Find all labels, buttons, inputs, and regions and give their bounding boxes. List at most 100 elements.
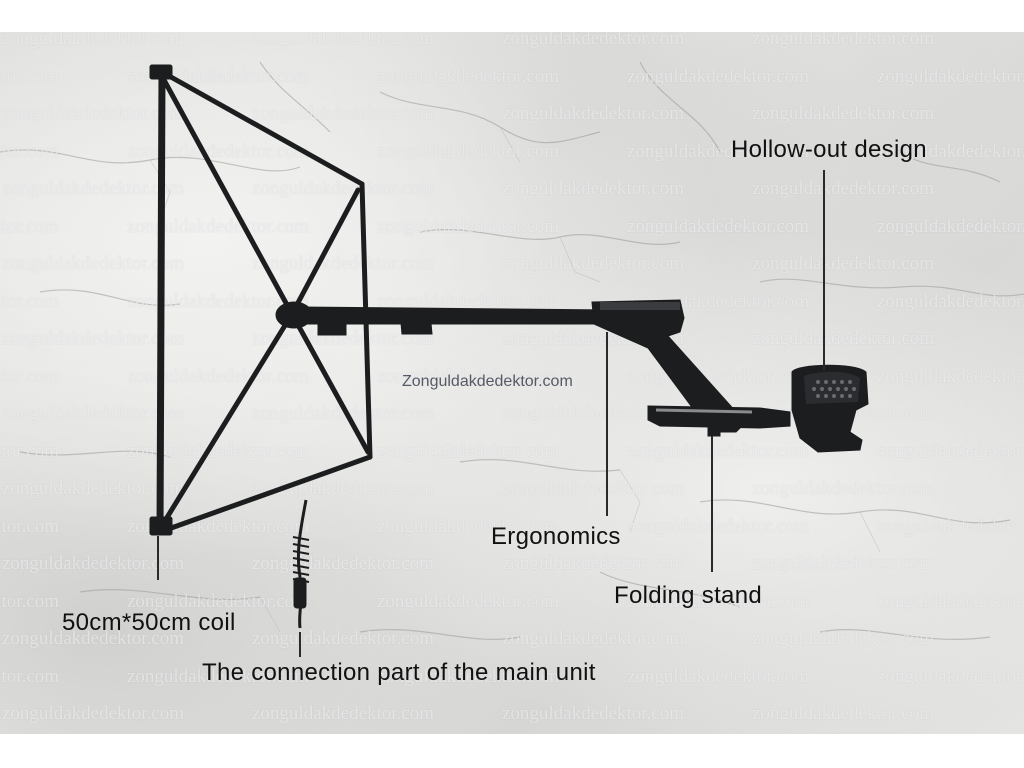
watermark-text: zonguldakdedektor.com bbox=[752, 103, 935, 124]
watermark-text: zonguldakdedektor.com bbox=[0, 215, 60, 237]
watermark-text: zonguldakdedektor.com bbox=[627, 65, 810, 87]
watermark-text: zonguldakdedektor.com bbox=[627, 515, 810, 537]
watermark-text: zonguldakdedektor.com bbox=[502, 628, 685, 649]
watermark-text: zonguldakdedektor.com bbox=[127, 140, 310, 162]
watermark-text: zonguldakdedektor.com bbox=[0, 365, 60, 387]
shaft bbox=[299, 306, 613, 325]
watermark-text: zonguldakdedektor.com bbox=[127, 590, 310, 612]
watermark-text: zonguldakdedektor.com bbox=[0, 440, 60, 462]
watermark-text: zonguldakdedektor.com bbox=[502, 253, 685, 274]
watermark-text: zonguldakdedektor.com bbox=[377, 365, 560, 387]
watermark-text: zonguldakdedektor.com bbox=[0, 665, 60, 687]
metal-detector bbox=[149, 64, 869, 657]
watermark-text: zonguldakdedektor.com bbox=[752, 478, 935, 499]
watermark-text: zonguldakdedektor.com bbox=[252, 628, 435, 649]
watermark-text: zonguldakdedektor.com bbox=[2, 32, 185, 49]
watermark-text: zonguldakdedektor.com bbox=[252, 178, 435, 199]
watermark-text: zonguldakdedektor.com bbox=[877, 140, 1024, 162]
watermark-text: zonguldakdedektor.com bbox=[502, 553, 685, 574]
watermark-text: zonguldakdedektor.com bbox=[0, 65, 60, 87]
watermark-text: zonguldakdedektor.com bbox=[2, 103, 185, 124]
watermark-text: zonguldakdedektor.com bbox=[252, 328, 435, 349]
watermark-text: zonguldakdedektor.com bbox=[2, 628, 185, 649]
watermark-text: zonguldakdedektor.com bbox=[127, 440, 310, 462]
watermark-text: zonguldakdedektor.com bbox=[377, 665, 560, 687]
watermark-text: zonguldakdedektor.com bbox=[502, 103, 685, 124]
watermark-text: zonguldakdedektor.com bbox=[877, 590, 1024, 612]
leader-lines bbox=[157, 170, 825, 657]
watermark-text: zonguldakdedektor.com bbox=[252, 703, 435, 724]
watermark-text: zonguldakdedektor.com bbox=[752, 553, 935, 574]
watermark-text: zonguldakdedektor.com bbox=[2, 478, 185, 499]
watermark-text: zonguldakdedektor.com bbox=[2, 253, 185, 274]
hollow-out-holes bbox=[812, 380, 856, 398]
watermark-text: zonguldakdedektor.com bbox=[502, 703, 685, 724]
cable-connector bbox=[293, 577, 307, 609]
watermark-text: zonguldakdedektor.com bbox=[2, 178, 185, 199]
watermark-text: zonguldakdedektor.com bbox=[0, 515, 60, 537]
watermark-text: zonguldakdedektor.com bbox=[752, 32, 935, 49]
watermark-text: zonguldakdedektor.com bbox=[877, 290, 1024, 312]
shaft-clamp bbox=[317, 311, 347, 336]
watermark-text: zonguldakdedektor.com bbox=[752, 178, 935, 199]
watermark-text: zonguldakdedektor.com bbox=[377, 215, 560, 237]
coiled-cable-spring bbox=[292, 536, 310, 583]
watermark-text: zonguldakdedektor.com bbox=[2, 553, 185, 574]
label-coil-size: 50cm*50cm coil bbox=[62, 609, 236, 636]
shaft-clamp bbox=[399, 311, 433, 335]
label-ergonomics: Ergonomics bbox=[491, 523, 621, 550]
product-photo: zonguldakdedektor.com zonguldakdedektor.c… bbox=[0, 32, 1024, 734]
watermark-text: zonguldakdedektor.com bbox=[502, 32, 685, 49]
watermark-text: zonguldakdedektor.com bbox=[127, 65, 310, 87]
watermark-text: zonguldakdedektor.com bbox=[877, 65, 1024, 87]
watermark-text: zonguldakdedektor.com bbox=[377, 290, 560, 312]
watermark-text: zonguldakdedektor.com bbox=[377, 515, 560, 537]
watermark-text: zonguldakdedektor.com bbox=[877, 440, 1024, 462]
watermark-text: zonguldakdedektor.com bbox=[627, 215, 810, 237]
watermark-text: zonguldakdedektor.com bbox=[377, 440, 560, 462]
watermark-text: zonguldakdedektor.com bbox=[752, 253, 935, 274]
coil-corner-bracket bbox=[149, 64, 173, 80]
marble-texture bbox=[0, 61, 1024, 640]
watermark-text: zonguldakdedektor.com bbox=[502, 403, 685, 424]
watermark-text: zonguldakdedektor.com bbox=[127, 665, 310, 687]
watermark-text: zonguldakdedektor.com bbox=[252, 253, 435, 274]
square-coil bbox=[156, 68, 373, 536]
watermark-text: zonguldakdedektor.com bbox=[0, 140, 60, 162]
watermark-text: zonguldakdedektor.com bbox=[627, 590, 810, 612]
watermark-text: zonguldakdedektor.com bbox=[2, 703, 185, 724]
watermark-text: zonguldakdedektor.com bbox=[252, 403, 435, 424]
watermark-text: zonguldakdedektor.com bbox=[627, 665, 810, 687]
label-connection-part: The connection part of the main unit bbox=[202, 659, 596, 686]
watermark-text: zonguldakdedektor.com bbox=[127, 290, 310, 312]
watermark-text: zonguldakdedektor.com bbox=[502, 178, 685, 199]
watermark-text: zonguldakdedektor.com bbox=[0, 590, 60, 612]
watermark-text: zonguldakdedektor.com bbox=[252, 103, 435, 124]
label-folding-stand: Folding stand bbox=[614, 582, 762, 609]
watermark-text: zonguldakdedektor.com bbox=[877, 515, 1024, 537]
watermark-text: zonguldakdedektor.com bbox=[127, 215, 310, 237]
watermark-text: zonguldakdedektor.com bbox=[127, 515, 310, 537]
watermark-text: zonguldakdedektor.com bbox=[752, 628, 935, 649]
center-watermark: Zonguldakdedektor.com bbox=[402, 373, 573, 390]
watermark-text: zonguldakdedektor.com bbox=[252, 32, 435, 49]
watermark-text: zonguldakdedektor.com bbox=[752, 328, 935, 349]
coil-corner-bracket bbox=[149, 516, 173, 536]
watermark-text: zonguldakdedektor.com bbox=[377, 140, 560, 162]
watermark-text: zonguldakdedektor.com bbox=[2, 328, 185, 349]
watermark-text: zonguldakdedektor.com bbox=[752, 703, 935, 724]
watermark-text: zonguldakdedektor.com bbox=[127, 365, 310, 387]
watermark-text: zonguldakdedektor.com bbox=[2, 403, 185, 424]
watermark-text: zonguldakdedektor.com bbox=[502, 478, 685, 499]
watermark-text: zonguldakdedektor.com bbox=[377, 65, 560, 87]
watermark-text: zonguldakdedektor.com bbox=[627, 140, 810, 162]
label-hollow-out-design: Hollow-out design bbox=[731, 136, 927, 163]
watermark-text: zonguldakdedektor.com bbox=[877, 665, 1024, 687]
stand-hinge bbox=[707, 425, 721, 437]
watermark-text: zonguldakdedektor.com bbox=[0, 290, 60, 312]
watermark-text: zonguldakdedektor.com bbox=[627, 440, 810, 462]
watermark-layer: zonguldakdedektor.com zonguldakdedektor.c… bbox=[0, 32, 1024, 734]
watermark-text: zonguldakdedektor.com bbox=[877, 365, 1024, 387]
watermark-text: zonguldakdedektor.com bbox=[877, 215, 1024, 237]
coil-cable bbox=[296, 499, 308, 629]
